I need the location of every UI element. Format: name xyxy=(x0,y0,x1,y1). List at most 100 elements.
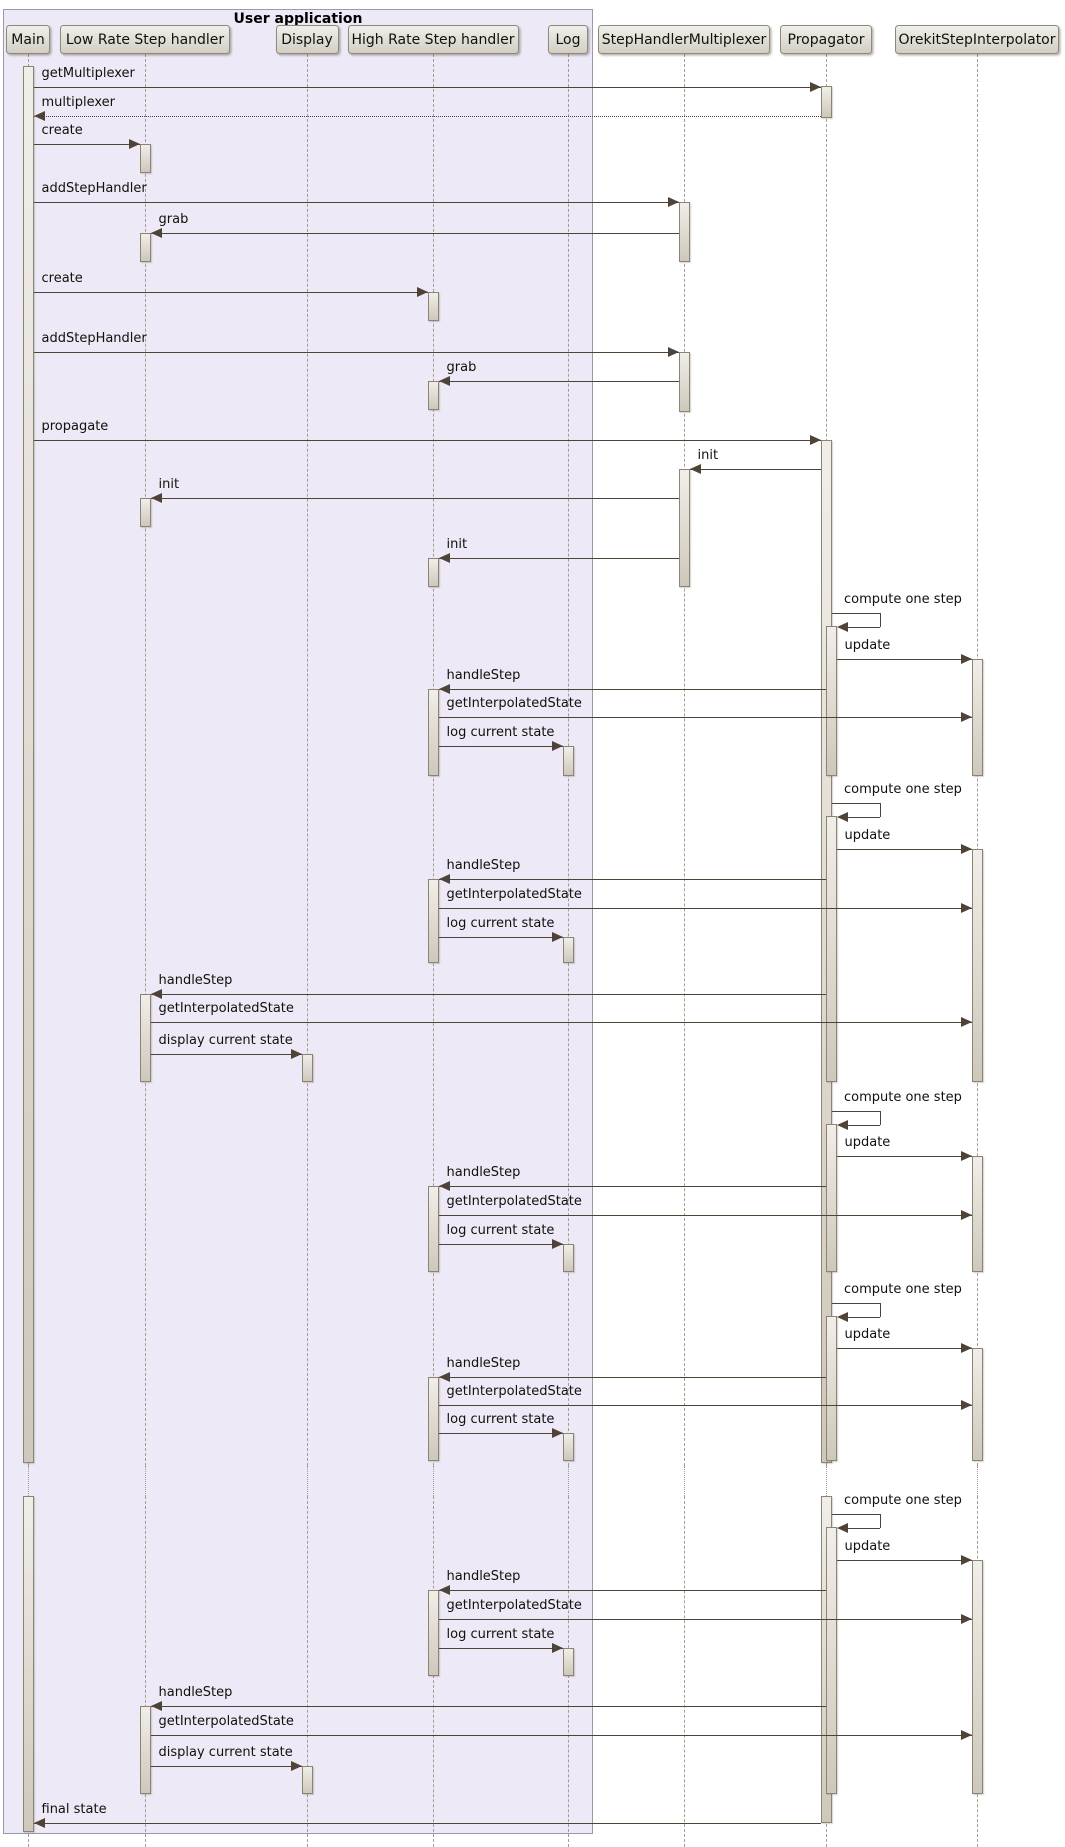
message-line-getmultiplexer xyxy=(33,87,821,88)
lifeline-low-rate-step-handler xyxy=(144,1466,146,1496)
activation-bar-high-rate-step-handler xyxy=(427,381,439,410)
participant-box-main: Main xyxy=(6,25,50,54)
message-line-handlestep xyxy=(150,994,826,995)
activation-bar-main xyxy=(22,66,34,1463)
activation-bar-high-rate-step-handler xyxy=(427,1590,439,1676)
lifeline-step-handler-multiplexer xyxy=(683,1496,685,1847)
activation-bar-low-rate-step-handler xyxy=(139,994,151,1082)
lifeline-low-rate-step-handler xyxy=(144,54,146,1466)
message-label-log-current-state: log current state xyxy=(446,1412,555,1427)
arrow-head xyxy=(150,1701,162,1711)
self-message-line-compute-one-step xyxy=(880,803,881,817)
message-label-update: update xyxy=(844,828,891,843)
activation-bar-propagator-nested xyxy=(825,626,837,776)
message-line-update xyxy=(836,1156,972,1157)
message-label-handlestep: handleStep xyxy=(158,1685,233,1700)
lifeline-step-handler-multiplexer xyxy=(683,1466,685,1496)
arrow-head xyxy=(290,1049,302,1059)
self-message-line-compute-one-step xyxy=(880,613,881,627)
lifeline-display xyxy=(306,54,308,1466)
arrow-head xyxy=(438,874,450,884)
self-message-line-compute-one-step xyxy=(831,1303,880,1304)
message-label-handlestep: handleStep xyxy=(158,973,233,988)
message-label-getinterpolatedstate: getInterpolatedState xyxy=(158,1714,294,1729)
message-line-final-state xyxy=(33,1823,821,1824)
participant-box-high-rate-step-handler: High Rate Step handler xyxy=(347,25,519,54)
activation-bar-low-rate-step-handler xyxy=(139,498,151,527)
activation-bar-high-rate-step-handler xyxy=(427,689,439,776)
message-line-getinterpolatedstate xyxy=(150,1735,972,1736)
arrow-head xyxy=(128,139,140,149)
message-line-handlestep xyxy=(150,1706,826,1707)
message-line-log-current-state xyxy=(438,1648,563,1649)
message-label-addstephandler: addStepHandler xyxy=(41,331,147,346)
arrow-head xyxy=(960,712,972,722)
message-label-display-current-state: display current state xyxy=(158,1745,293,1760)
lifeline-display xyxy=(306,1496,308,1847)
message-line-init xyxy=(438,558,679,559)
message-line-grab xyxy=(150,233,679,234)
participant-box-log: Log xyxy=(548,25,588,54)
message-line-grab xyxy=(438,381,679,382)
message-line-update xyxy=(836,1348,972,1349)
activation-bar-low-rate-step-handler xyxy=(139,233,151,262)
activation-bar-low-rate-step-handler xyxy=(139,1706,151,1794)
message-label-update: update xyxy=(844,1327,891,1342)
arrow-head xyxy=(960,1400,972,1410)
activation-bar-propagator xyxy=(820,86,832,118)
message-label-getinterpolatedstate: getInterpolatedState xyxy=(446,1598,582,1613)
message-label-update: update xyxy=(844,1135,891,1150)
activation-bar-propagator-nested xyxy=(825,816,837,1082)
activation-bar-step-handler-multiplexer xyxy=(678,202,690,262)
participant-box-display: Display xyxy=(275,25,339,54)
arrow-head xyxy=(150,228,162,238)
message-label-create: create xyxy=(41,123,83,138)
self-message-line-compute-one-step xyxy=(880,1111,881,1125)
activation-bar-log xyxy=(562,937,574,963)
message-line-getinterpolatedstate xyxy=(438,1405,972,1406)
activation-bar-display xyxy=(301,1054,313,1082)
message-label-log-current-state: log current state xyxy=(446,725,555,740)
arrow-head xyxy=(960,844,972,854)
message-line-propagate xyxy=(33,440,821,441)
arrow-head xyxy=(809,435,821,445)
activation-bar-orekit-step-interpolator xyxy=(971,1156,983,1272)
self-message-line-compute-one-step xyxy=(831,1514,880,1515)
activation-bar-orekit-step-interpolator xyxy=(971,849,983,1082)
arrow-head xyxy=(960,1730,972,1740)
message-line-init xyxy=(150,498,679,499)
activation-bar-high-rate-step-handler xyxy=(427,1377,439,1461)
message-label-compute-one-step: compute one step xyxy=(844,1493,962,1508)
participant-box-propagator: Propagator xyxy=(780,25,872,54)
lifeline-orekit-step-interpolator xyxy=(976,1466,978,1496)
message-label-log-current-state: log current state xyxy=(446,1223,555,1238)
message-label-display-current-state: display current state xyxy=(158,1033,293,1048)
participant-box-low-rate-step-handler: Low Rate Step handler xyxy=(60,25,230,54)
message-label-grab: grab xyxy=(158,212,189,227)
message-label-handlestep: handleStep xyxy=(446,1165,521,1180)
arrow-head xyxy=(667,347,679,357)
message-line-create xyxy=(33,144,140,145)
self-message-line-compute-one-step xyxy=(831,1111,880,1112)
arrow-head xyxy=(33,111,45,121)
message-label-getinterpolatedstate: getInterpolatedState xyxy=(158,1001,294,1016)
arrow-head xyxy=(290,1761,302,1771)
arrow-head xyxy=(960,1614,972,1624)
activation-bar-display xyxy=(301,1766,313,1794)
message-line-log-current-state xyxy=(438,746,563,747)
message-label-getinterpolatedstate: getInterpolatedState xyxy=(446,696,582,711)
arrow-head xyxy=(33,1818,45,1828)
message-line-getinterpolatedstate xyxy=(438,717,972,718)
activation-bar-high-rate-step-handler xyxy=(427,879,439,963)
self-message-line-compute-one-step xyxy=(831,613,880,614)
message-line-getinterpolatedstate xyxy=(438,1215,972,1216)
message-label-update: update xyxy=(844,1539,891,1554)
arrow-head xyxy=(960,654,972,664)
message-label-handlestep: handleStep xyxy=(446,668,521,683)
self-message-line-compute-one-step xyxy=(842,1317,880,1318)
message-label-getinterpolatedstate: getInterpolatedState xyxy=(446,1384,582,1399)
message-line-handlestep xyxy=(438,1377,826,1378)
arrow-head xyxy=(960,1343,972,1353)
arrow-head xyxy=(667,197,679,207)
